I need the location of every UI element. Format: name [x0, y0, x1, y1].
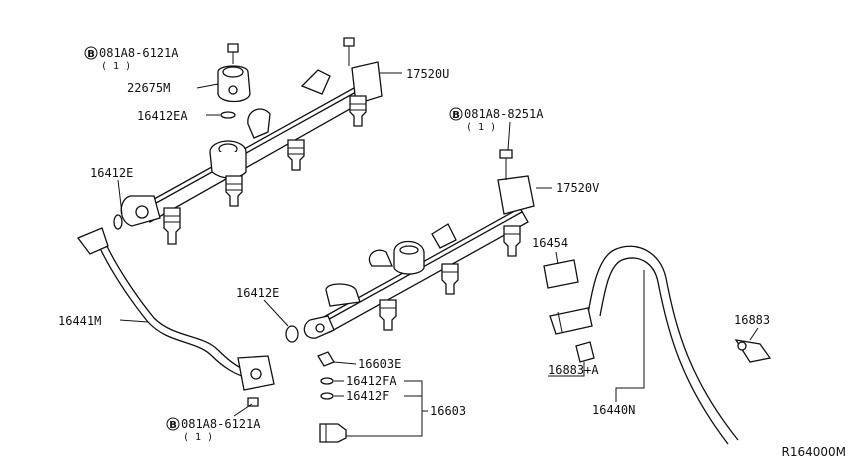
injector-upper-4	[349, 95, 367, 127]
oring-16412f	[320, 392, 334, 400]
diagram-reference-code: R164000M	[782, 445, 847, 459]
fuel-rail-upper	[120, 61, 383, 227]
label-16883a: 16883+A	[548, 363, 599, 377]
leader-lines	[117, 72, 759, 437]
fuel-hose-16441m	[76, 214, 275, 407]
bolt-prefix-mark: B	[87, 49, 95, 60]
label-bolt-right: B 081A8-8251A ( 1 )	[449, 107, 544, 133]
bolt-prefix-mark: B	[452, 110, 460, 121]
label-17520u: 17520U	[406, 67, 449, 81]
bolt-top-left	[227, 43, 239, 64]
label-16412e-mid: 16412E	[236, 286, 279, 300]
label-text: 081A8-6121A	[181, 417, 261, 431]
label-text: 081A8-6121A	[99, 46, 179, 60]
label-16441m: 16441M	[58, 314, 101, 328]
bolt-prefix-mark: B	[169, 420, 177, 431]
injector-upper-3	[287, 139, 305, 171]
bolt-upper-rail	[343, 37, 355, 66]
clip-16603e	[317, 351, 335, 367]
injector-upper-2	[225, 175, 243, 207]
label-16603: 16603	[430, 404, 466, 418]
label-16412e-left: 16412E	[90, 166, 133, 180]
injector-lower-3	[503, 225, 521, 257]
injector-16603	[319, 423, 347, 443]
clamp-16883a	[575, 341, 595, 363]
label-qty: ( 1 )	[466, 122, 496, 133]
injector-lower-2	[441, 263, 459, 295]
label-16440n: 16440N	[592, 403, 635, 417]
label-qty: ( 1 )	[101, 61, 131, 72]
label-text: 081A8-8251A	[464, 107, 544, 121]
pressure-damper	[217, 65, 251, 103]
label-16603e: 16603E	[358, 357, 401, 371]
label-22675m: 22675M	[127, 81, 170, 95]
fuel-rail-lower	[303, 175, 535, 339]
label-17520v: 17520V	[556, 181, 599, 195]
bracket-16454	[543, 259, 579, 289]
label-16454: 16454	[532, 236, 568, 250]
label-16412f: 16412F	[346, 389, 389, 403]
label-bolt-bottom: B 081A8-6121A ( 1 )	[166, 417, 261, 443]
label-16412ea: 16412EA	[137, 109, 188, 123]
oring-16412ea	[220, 111, 236, 119]
fuel-hose-16440n	[549, 245, 739, 445]
injector-upper-1	[163, 207, 181, 245]
oring-16412fa	[320, 377, 334, 385]
label-qty: ( 1 )	[183, 432, 213, 443]
bolt-right	[499, 149, 513, 180]
clamp-16883	[734, 339, 772, 363]
label-bolt-top-left: B 081A8-6121A ( 1 )	[84, 46, 179, 72]
label-16412fa: 16412FA	[346, 374, 397, 388]
injector-lower-1	[379, 299, 397, 331]
oring-16412e-mid	[285, 325, 299, 343]
pressure-damper-lower	[393, 240, 425, 275]
label-16883: 16883	[734, 313, 770, 327]
